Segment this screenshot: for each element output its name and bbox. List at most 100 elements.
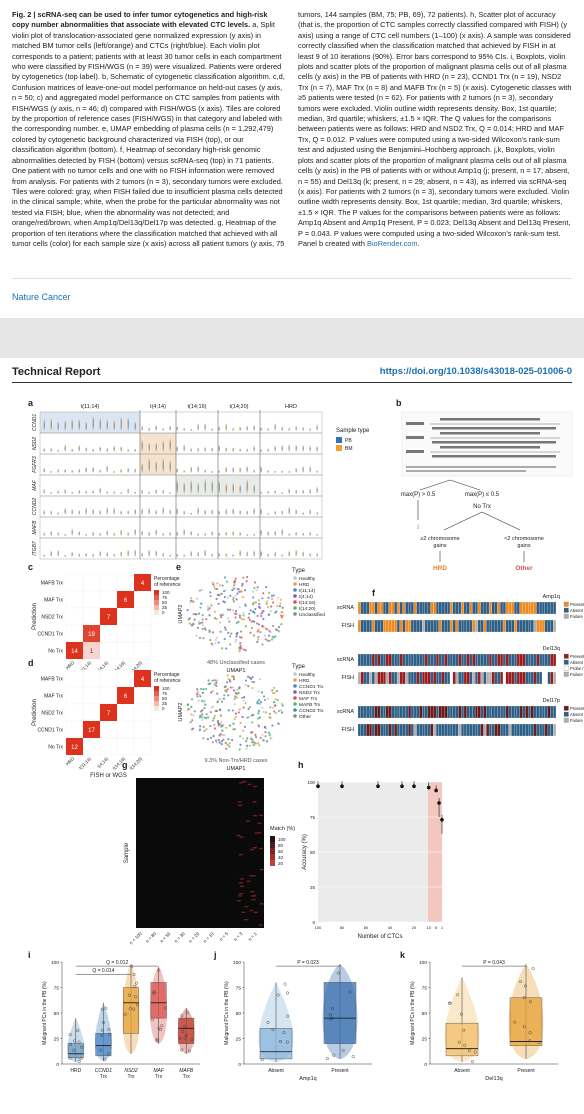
matrix-cell bbox=[83, 625, 100, 642]
umap-point bbox=[256, 640, 259, 644]
matrix-cell-empty bbox=[116, 669, 135, 688]
heatmap-tile-fish bbox=[388, 723, 392, 737]
heatmap-tile-fish bbox=[553, 619, 557, 633]
heatmap-tile-scrna bbox=[422, 653, 426, 667]
tree-edge bbox=[481, 511, 521, 531]
umap-point bbox=[200, 716, 203, 719]
violin-bm bbox=[71, 469, 72, 473]
doi-link[interactable]: https://doi.org/10.1038/s43018-025-01006… bbox=[379, 366, 572, 377]
violin-bm bbox=[302, 512, 303, 515]
violin-bm bbox=[225, 531, 226, 536]
umap-point bbox=[252, 634, 256, 637]
violin-bm bbox=[106, 465, 107, 473]
violin-pb bbox=[170, 425, 171, 431]
data-point bbox=[178, 1037, 182, 1041]
violin-pb bbox=[72, 448, 73, 452]
violin-pb bbox=[233, 427, 234, 431]
caption-divider bbox=[12, 278, 572, 279]
violin-bm bbox=[246, 465, 247, 473]
umap-point bbox=[221, 733, 224, 737]
legend-tick: 0 bbox=[162, 610, 165, 615]
violin-bm bbox=[246, 551, 247, 557]
heatmap-tile-fish bbox=[541, 671, 545, 685]
group-label: t(11;14) bbox=[81, 404, 100, 410]
heatmap-tile-fish bbox=[486, 723, 490, 737]
data-point bbox=[448, 1001, 452, 1005]
box-x-label: NSD2 bbox=[124, 1068, 138, 1074]
violin-bm bbox=[64, 507, 65, 515]
biorender-link[interactable]: BioRender.com bbox=[367, 238, 418, 248]
violin-pb bbox=[114, 491, 115, 494]
gene-row-frame bbox=[39, 516, 323, 539]
box-y-tick: 100 bbox=[233, 960, 241, 966]
umap-point bbox=[231, 609, 235, 612]
heatmap-tile-scrna bbox=[469, 601, 473, 615]
umap-point bbox=[226, 617, 230, 620]
heatmap-tile-scrna bbox=[480, 601, 484, 615]
journal-name[interactable]: Nature Cancer bbox=[12, 292, 71, 302]
umap-point bbox=[271, 724, 274, 727]
box-x-label: MAFB bbox=[179, 1068, 194, 1074]
umap-legend-label: CCND2 Trx bbox=[299, 708, 324, 714]
heatmap-tile-fish bbox=[424, 671, 428, 685]
legend-tick: 100 bbox=[162, 686, 170, 691]
heatmap-mismatch bbox=[251, 875, 256, 877]
violin-pb bbox=[296, 425, 297, 431]
violin-pb bbox=[163, 440, 164, 452]
violin-bm bbox=[57, 421, 58, 431]
umap-point bbox=[263, 698, 267, 702]
umap-point bbox=[223, 694, 226, 697]
row-label: CCND1 Trx bbox=[37, 632, 63, 638]
umap-point bbox=[248, 744, 252, 747]
violin-pb bbox=[268, 427, 269, 431]
heatmap-tile-scrna bbox=[377, 653, 381, 667]
box-y-tick: 25 bbox=[54, 1037, 60, 1043]
matrix-cell bbox=[117, 591, 134, 608]
umap-point bbox=[196, 688, 199, 691]
heatmap-tile-scrna bbox=[497, 705, 501, 719]
violin-pb bbox=[198, 533, 199, 536]
heatmap-tile-scrna bbox=[388, 653, 392, 667]
violin-pb bbox=[135, 528, 136, 536]
track-legend-swatch bbox=[563, 601, 569, 607]
umap-point bbox=[220, 720, 223, 723]
umap-point bbox=[206, 738, 210, 741]
data-point bbox=[187, 1049, 191, 1053]
g-x-tick: n = 20 bbox=[188, 931, 201, 944]
heatmap-tile-scrna bbox=[528, 653, 532, 667]
umap-point bbox=[256, 614, 259, 617]
umap-point bbox=[206, 605, 210, 608]
umap-point bbox=[186, 703, 189, 707]
violin-bm bbox=[141, 426, 142, 431]
violin-pb bbox=[177, 446, 178, 452]
violin-bm bbox=[78, 444, 79, 452]
violin-bm bbox=[260, 550, 261, 557]
umap-point bbox=[260, 700, 263, 704]
heatmap-mismatch bbox=[242, 780, 247, 783]
umap-point bbox=[220, 743, 223, 746]
violin-pb bbox=[142, 508, 143, 515]
violin-pb bbox=[247, 478, 248, 494]
data-point bbox=[531, 967, 535, 971]
heatmap-tile-fish bbox=[360, 619, 364, 633]
heatmap-tile-fish bbox=[516, 723, 520, 737]
umap-point bbox=[191, 719, 194, 722]
violin-bm bbox=[288, 507, 289, 515]
umap-point bbox=[221, 647, 224, 650]
heatmap-tile-scrna bbox=[463, 601, 467, 615]
match-heatmap bbox=[136, 778, 264, 928]
violin-bm bbox=[99, 532, 100, 536]
umap-point bbox=[280, 711, 284, 714]
heatmap-tile-scrna bbox=[424, 705, 428, 719]
umap-point bbox=[258, 677, 262, 681]
heatmap-tile-scrna bbox=[525, 653, 529, 667]
heatmap-tile-fish bbox=[533, 619, 537, 633]
violin-pb bbox=[93, 531, 94, 536]
heatmap-tile-scrna bbox=[544, 653, 548, 667]
heatmap-tile-scrna bbox=[508, 601, 512, 615]
umap-point bbox=[210, 691, 213, 694]
violin-pb bbox=[317, 446, 318, 452]
umap-point bbox=[195, 693, 199, 696]
data-point bbox=[160, 1024, 164, 1028]
data-point bbox=[101, 1020, 105, 1024]
